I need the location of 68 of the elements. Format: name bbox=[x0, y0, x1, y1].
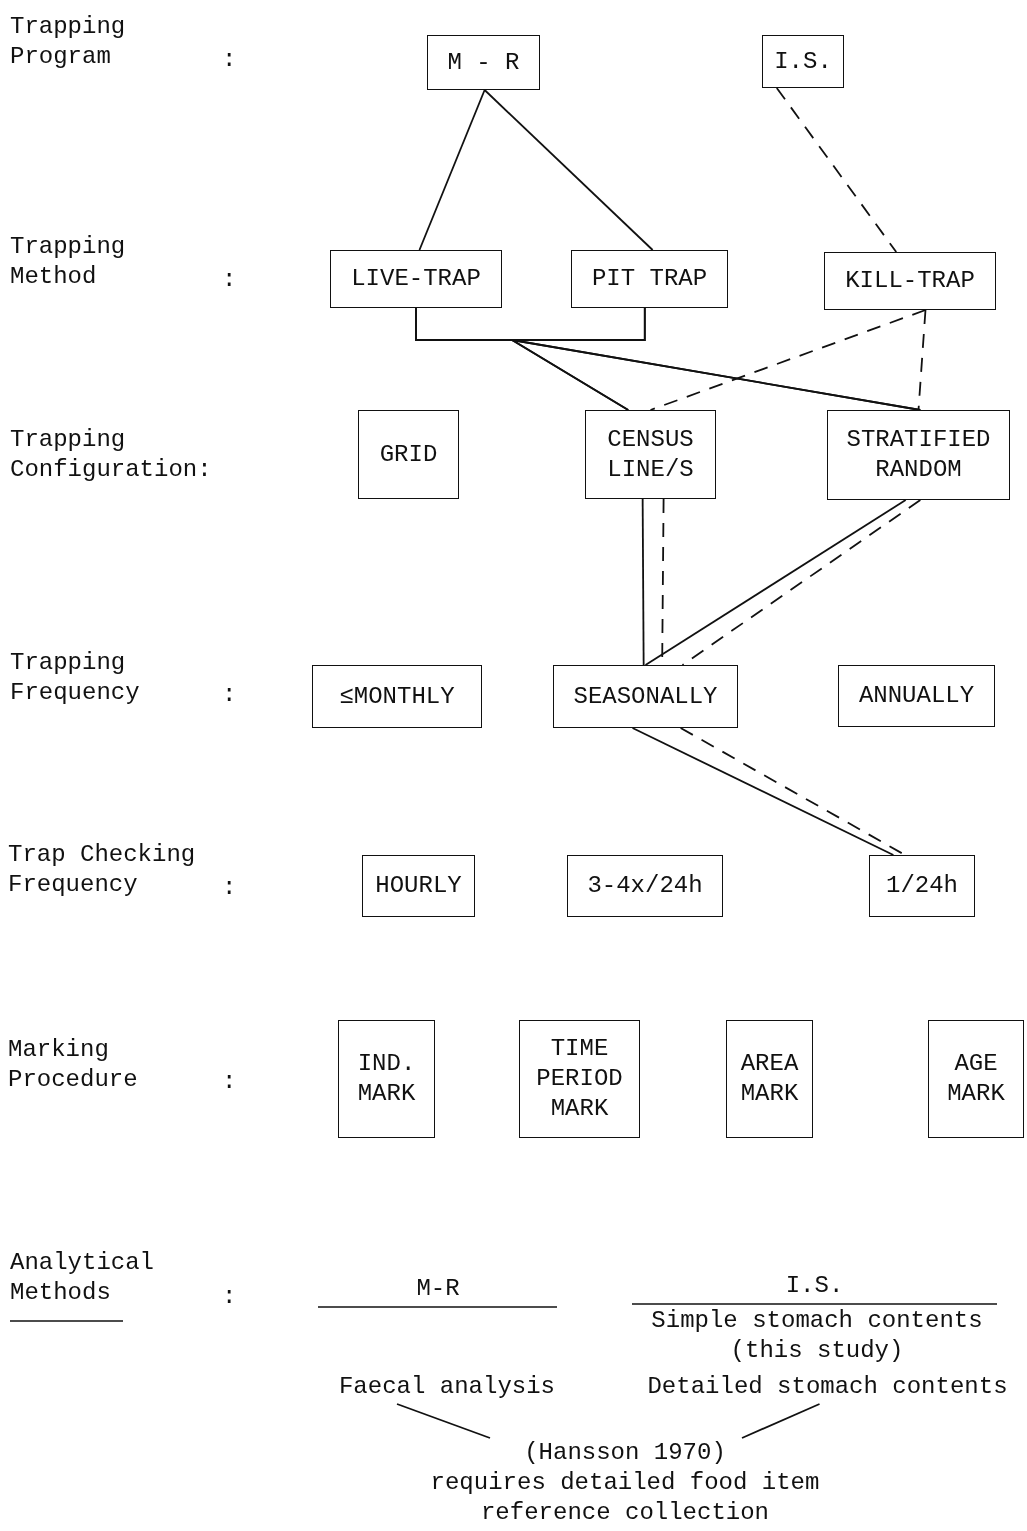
connector-line bbox=[641, 498, 645, 666]
annotation-text: Faecal analysis bbox=[338, 1372, 555, 1402]
connector-line bbox=[649, 309, 927, 411]
connector-line bbox=[775, 87, 898, 253]
process-box bbox=[585, 410, 716, 499]
process-box bbox=[362, 855, 475, 917]
colon: : bbox=[222, 873, 238, 903]
process-box bbox=[330, 250, 502, 308]
column-heading: I.S. bbox=[784, 1271, 845, 1301]
process-box bbox=[928, 1020, 1024, 1138]
connector-line bbox=[917, 309, 927, 411]
leader-line bbox=[741, 1403, 821, 1439]
row-label: Trap Checking Frequency bbox=[8, 840, 197, 900]
connector-line bbox=[644, 499, 907, 666]
box-label: TIME PERIOD MARK bbox=[535, 1034, 624, 1124]
box-label: ≤MONTHLY bbox=[339, 681, 455, 712]
box-label: HOURLY bbox=[375, 871, 462, 901]
process-box bbox=[338, 1020, 435, 1138]
annotation-text: requires detailed food item reference collection bbox=[429, 1468, 821, 1528]
connector-line bbox=[511, 307, 922, 411]
connector-line bbox=[681, 499, 922, 666]
box-label: AREA MARK bbox=[739, 1049, 800, 1109]
box-label: IND. MARK bbox=[356, 1049, 417, 1109]
box-label: 1/24h bbox=[886, 871, 958, 901]
box-label: I.S. bbox=[774, 46, 832, 77]
process-box bbox=[519, 1020, 640, 1138]
colon: : bbox=[222, 45, 238, 75]
process-box bbox=[824, 252, 996, 310]
process-box bbox=[726, 1020, 813, 1138]
colon: : bbox=[222, 265, 238, 295]
column-heading: M-R bbox=[415, 1274, 461, 1304]
process-box bbox=[358, 410, 459, 499]
box-label: GRID bbox=[379, 439, 438, 470]
process-box bbox=[427, 35, 540, 90]
row-label: Trapping Method bbox=[10, 232, 127, 292]
annotation-text: (Hansson 1970) bbox=[524, 1438, 726, 1468]
box-label: STRATIFIED RANDOM bbox=[845, 425, 992, 485]
process-box bbox=[869, 855, 975, 917]
process-box bbox=[838, 665, 995, 727]
row-label: Marking Procedure bbox=[8, 1035, 139, 1095]
process-box bbox=[827, 410, 1010, 500]
row-label: Trapping Configuration: bbox=[10, 425, 213, 485]
row-label: Trapping Program bbox=[10, 12, 127, 72]
connector-line bbox=[483, 89, 654, 251]
box-label: ANNUALLY bbox=[858, 681, 975, 711]
colon: : bbox=[222, 1282, 238, 1312]
annotation-text: Simple stomach contents (this study) bbox=[650, 1306, 984, 1366]
box-label: CENSUS LINE/S bbox=[606, 424, 695, 485]
process-box bbox=[567, 855, 723, 917]
box-label: M - R bbox=[447, 47, 520, 78]
colon: : bbox=[222, 680, 238, 710]
row-label: Analytical Methods bbox=[10, 1248, 156, 1308]
connector-line bbox=[418, 89, 486, 251]
box-label: AGE MARK bbox=[946, 1049, 1006, 1109]
process-box bbox=[553, 665, 738, 728]
box-label: KILL-TRAP bbox=[845, 266, 975, 296]
process-box bbox=[312, 665, 482, 728]
process-box bbox=[571, 250, 728, 308]
leader-line bbox=[396, 1403, 491, 1439]
box-label: LIVE-TRAP bbox=[351, 264, 481, 294]
box-label: PIT TRAP bbox=[591, 264, 708, 294]
box-label: SEASONALLY bbox=[573, 681, 718, 712]
colon: : bbox=[222, 1067, 238, 1097]
connector-line bbox=[631, 727, 895, 856]
process-box bbox=[762, 35, 844, 88]
box-label: 3-4x/24h bbox=[587, 871, 703, 901]
annotation-text: Detailed stomach contents bbox=[647, 1372, 1008, 1402]
row-label: Trapping Frequency bbox=[10, 648, 141, 708]
